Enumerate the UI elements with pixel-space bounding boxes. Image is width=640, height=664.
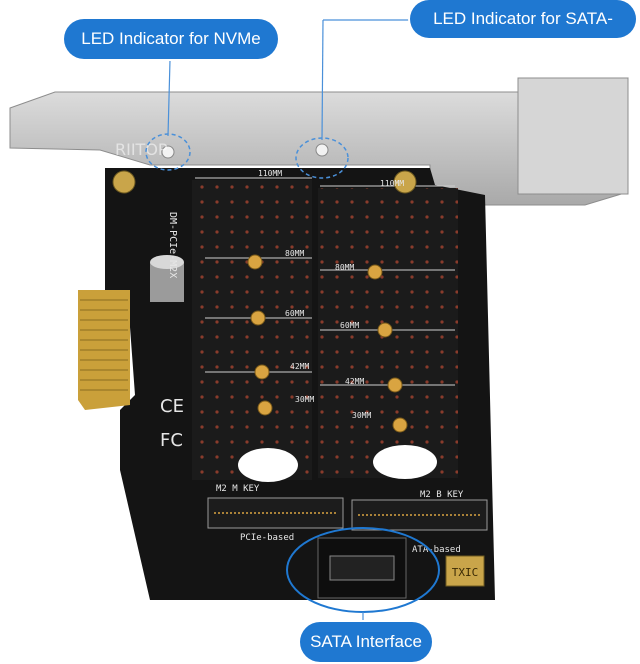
- callout-markers: [145, 19, 440, 622]
- board-model-text: DM-PCIe-M2X: [167, 212, 178, 278]
- length-label-60-b: 60MM: [340, 321, 359, 330]
- pcb-board: TXIC CE FC: [78, 143, 495, 600]
- length-label-80-b: 80MM: [335, 263, 354, 272]
- led-nvme: [161, 145, 175, 159]
- bracket-screw: [393, 170, 417, 194]
- leader-line-sata-v: [321, 19, 324, 141]
- led-sata: [315, 143, 329, 157]
- sata-led-callout: LED Indicator for SATA-Based: [410, 0, 636, 66]
- nvme-led-callout: LED Indicator for NVMe: [64, 19, 278, 59]
- slot-right-key-label: M2 B KEY: [420, 490, 464, 500]
- length-label-30-b: 30MM: [352, 411, 371, 420]
- leader-line-nvme: [167, 59, 171, 137]
- badge-text: TXIC: [452, 566, 479, 579]
- mount-hole: [257, 400, 273, 416]
- mount-hole: [247, 254, 263, 270]
- watermark: RIITOP: [115, 140, 168, 159]
- sata-interface-callout: SATA Interface: [300, 622, 432, 662]
- mount-hole: [392, 417, 408, 433]
- length-label-42: 42MM: [290, 362, 309, 371]
- sata-port: [317, 537, 407, 599]
- bracket-screw: [112, 170, 136, 194]
- mount-hole: [367, 264, 383, 280]
- slot-left-type-label: PCIe-based: [240, 533, 294, 543]
- ce-mark: CE: [160, 396, 184, 417]
- length-label-42-b: 42MM: [345, 377, 364, 386]
- fc-mark: FC: [160, 430, 183, 451]
- mount-hole: [250, 310, 266, 326]
- length-label-110-b: 110MM: [380, 179, 404, 188]
- pcie-edge-connector: [78, 290, 130, 410]
- length-label-60: 60MM: [285, 309, 304, 318]
- capacitor: [150, 255, 184, 302]
- length-label-80: 80MM: [285, 249, 304, 258]
- length-label-30: 30MM: [295, 395, 314, 404]
- slot-right-type-label: ATA-based: [412, 545, 461, 555]
- mount-hole: [387, 377, 403, 393]
- mount-hole: [377, 322, 393, 338]
- pci-bracket: [9, 77, 629, 206]
- m2-slot-area-nvme: [192, 180, 312, 480]
- board-cutout: [373, 445, 437, 479]
- slot-left-key-label: M2 M KEY: [216, 484, 260, 494]
- mount-hole: [254, 364, 270, 380]
- board-cutout: [238, 448, 298, 482]
- length-label-110: 110MM: [258, 169, 282, 178]
